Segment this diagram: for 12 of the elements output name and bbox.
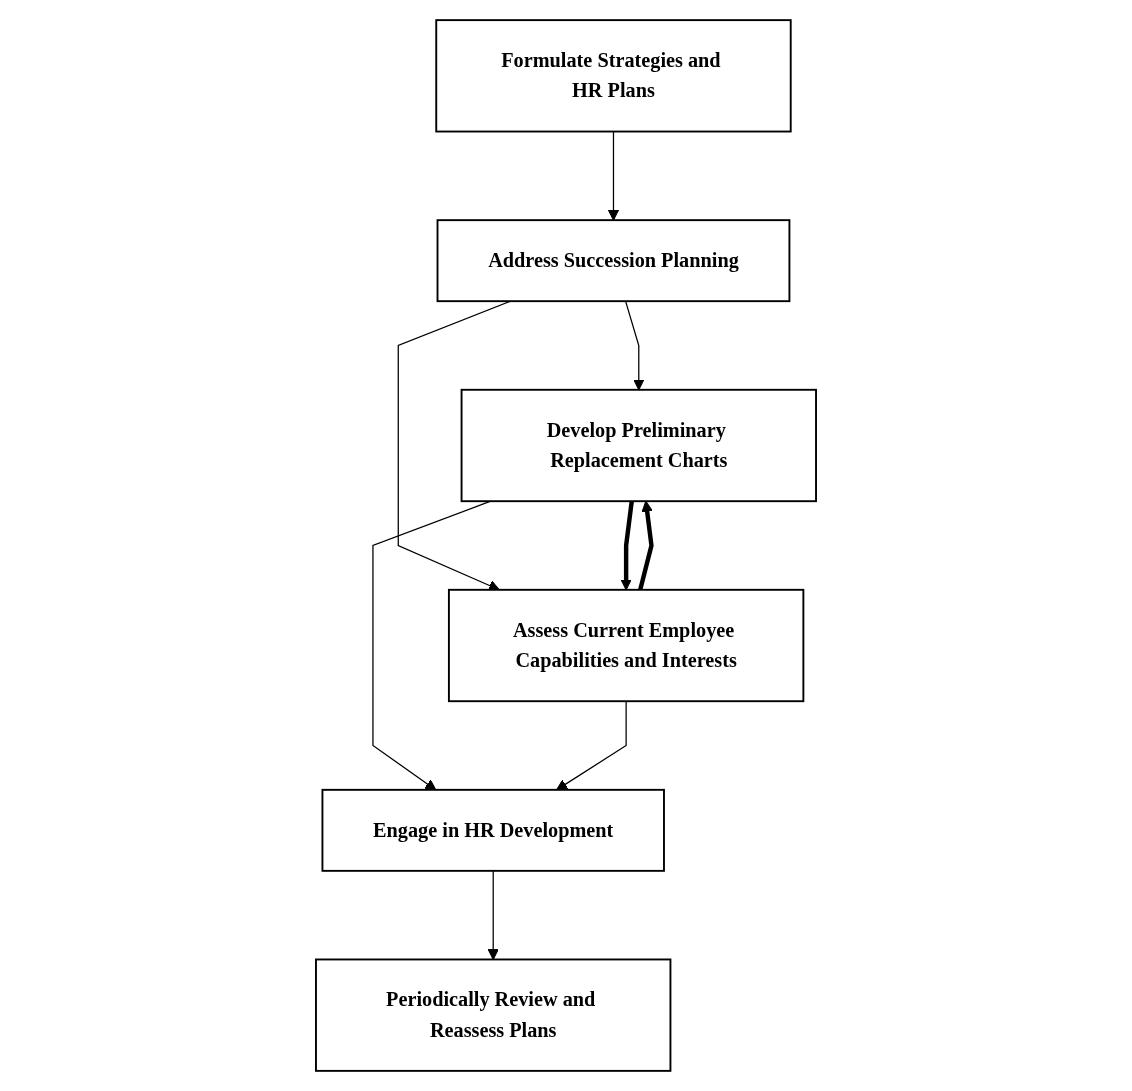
arrow (487, 870, 499, 960)
node-box: Assess Current Employee Capabilities and Interests (447, 588, 805, 703)
arrow (556, 700, 627, 791)
node-box: Address Succession Planning (436, 219, 791, 303)
arrow (607, 130, 620, 221)
arrow (620, 500, 634, 591)
node-box: Formulate Strategies and HR Plans (435, 19, 792, 133)
node-box: Engage in HR Development (321, 788, 665, 872)
node-box: Develop Preliminary Replacement Charts (460, 388, 817, 503)
arrow (638, 500, 654, 591)
node-box: Periodically Review and Reassess Plans (315, 958, 672, 1072)
arrow (624, 300, 645, 391)
